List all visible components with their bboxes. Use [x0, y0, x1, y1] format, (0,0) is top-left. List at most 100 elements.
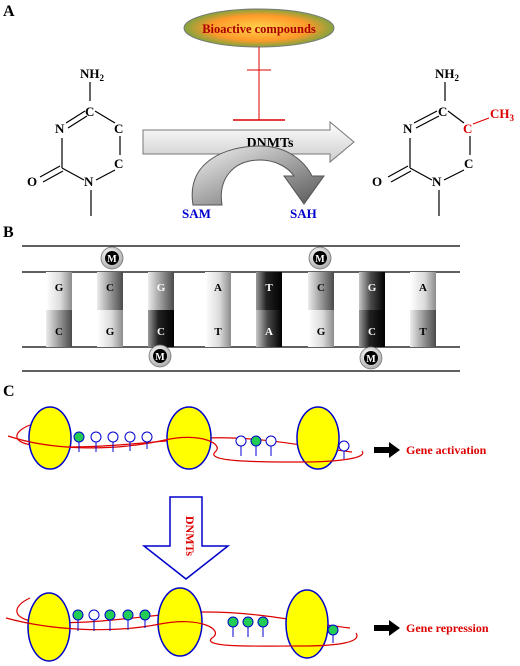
ring-n-label: N	[403, 121, 413, 136]
base-top	[97, 272, 123, 310]
dnmts-vertical-label: DNMTs	[183, 516, 197, 557]
base-pair-3: G C	[148, 272, 174, 347]
oxygen-label: O	[372, 174, 382, 189]
active-chromatin	[7, 406, 364, 470]
ring-c-right1-label: C	[114, 121, 123, 136]
sah-label: SAH	[290, 206, 317, 221]
base-pair-7: G C	[359, 272, 385, 347]
svg-text:M: M	[155, 352, 165, 363]
ring-n-bottom-label: N	[84, 174, 94, 189]
oxygen-label: O	[27, 174, 37, 189]
cpg-lollipop-methylated	[242, 616, 254, 637]
cpg-lollipop-methylated	[250, 435, 262, 456]
ring-n-label: N	[55, 121, 65, 136]
base-top-letter: T	[265, 282, 273, 294]
base-top	[46, 272, 72, 310]
base-bottom-letter: G	[106, 326, 115, 338]
cpg-lollipop-unmethylated	[141, 431, 153, 449]
gene-activation-label: Gene activation	[406, 443, 487, 457]
cpg-lollipop-unmethylated	[90, 431, 102, 452]
dna-fiber-front	[5, 617, 358, 647]
base-bottom	[410, 310, 436, 347]
cpg-lollipop-methylated	[73, 431, 85, 452]
bioactive-label: Bioactive compounds	[202, 22, 316, 36]
methyl-marker: M	[308, 246, 332, 270]
amine-label: NH2	[80, 66, 105, 83]
base-bottom	[148, 310, 174, 347]
cpg-lollipop-methylated	[327, 624, 339, 643]
base-top	[148, 272, 174, 310]
methyl-marker: M	[100, 246, 124, 270]
base-top	[256, 272, 282, 310]
base-bottom-letter: C	[157, 326, 165, 338]
base-bottom	[46, 310, 72, 347]
methyl-bond	[472, 117, 490, 125]
ring-c-top-label: C	[85, 104, 94, 119]
svg-text:M: M	[315, 254, 325, 265]
base-top-letter: G	[368, 282, 377, 294]
base-bottom	[359, 310, 385, 347]
base-top-letter: A	[419, 282, 427, 294]
nucleosome	[285, 589, 329, 659]
base-pair-8: A T	[410, 272, 436, 347]
cpg-lollipop-unmethylated	[235, 435, 247, 456]
gene-repression-label: Gene repression	[406, 621, 489, 635]
cpg-lollipop-unmethylated	[124, 431, 136, 451]
methylated-carbon-label: C	[463, 121, 472, 136]
sam-sah-curved-arrow	[191, 145, 325, 206]
base-bottom-letter: C	[368, 326, 376, 338]
base-bottom	[205, 310, 231, 347]
base-pair-6: C G	[308, 272, 334, 347]
repression-arrow-icon	[374, 620, 400, 636]
base-pair-4: A T	[205, 272, 231, 347]
nucleosome	[296, 406, 340, 470]
cpg-lollipop-unmethylated	[265, 435, 277, 456]
ring-n-bottom-label: N	[432, 174, 442, 189]
cpg-lollipop-methylated	[139, 609, 151, 628]
base-top-letter: C	[106, 282, 114, 294]
dnmts-reaction-arrow	[142, 120, 355, 164]
base-top	[410, 272, 436, 310]
methyl-marker: M	[359, 346, 383, 370]
ring-c-right2-label: C	[114, 156, 123, 171]
base-bottom	[256, 310, 282, 347]
ring-c-top-label: C	[438, 104, 447, 119]
base-bottom	[97, 310, 123, 347]
dnmts-down-arrow	[141, 496, 231, 580]
base-top-letter: A	[214, 282, 222, 294]
cpg-lollipop-unmethylated	[88, 609, 100, 631]
activation-arrow-icon	[374, 442, 400, 458]
base-bottom	[308, 310, 334, 347]
svg-text:M: M	[366, 354, 376, 365]
base-top	[205, 272, 231, 310]
base-pair-2: C G	[97, 272, 123, 347]
cpg-lollipop-unmethylated	[338, 440, 350, 459]
panel-label-c: C	[3, 383, 15, 400]
methyl-marker: M	[148, 344, 172, 368]
dna-fiber-front	[7, 435, 364, 463]
panel-label-b: B	[3, 224, 14, 241]
base-top-letter: G	[157, 282, 166, 294]
base-bottom-letter: T	[419, 326, 427, 338]
methylcytosine-molecule: NH2 N C C CH3 C O N	[372, 66, 515, 216]
amine-label: NH2	[435, 66, 460, 83]
base-top-letter: C	[317, 282, 325, 294]
cpg-lollipop-methylated	[122, 609, 134, 630]
cpg-lollipop-methylated	[257, 616, 269, 637]
panel-label-a: A	[3, 3, 15, 20]
base-bottom-letter: G	[317, 326, 326, 338]
svg-text:M: M	[107, 254, 117, 265]
base-top	[359, 272, 385, 310]
cytosine-molecule: NH2 N C C C O N	[27, 66, 123, 216]
sam-label: SAM	[182, 206, 211, 221]
base-bottom-letter: A	[265, 326, 273, 338]
ring-c-right2-label: C	[464, 156, 473, 171]
base-pair-1: G C	[46, 272, 72, 347]
repressed-chromatin	[5, 587, 358, 662]
base-bottom-letter: C	[55, 326, 63, 338]
cpg-lollipop-methylated	[104, 609, 116, 631]
base-bottom-letter: T	[214, 326, 222, 338]
cpg-lollipop-unmethylated	[107, 431, 119, 452]
nucleosome	[166, 406, 212, 470]
